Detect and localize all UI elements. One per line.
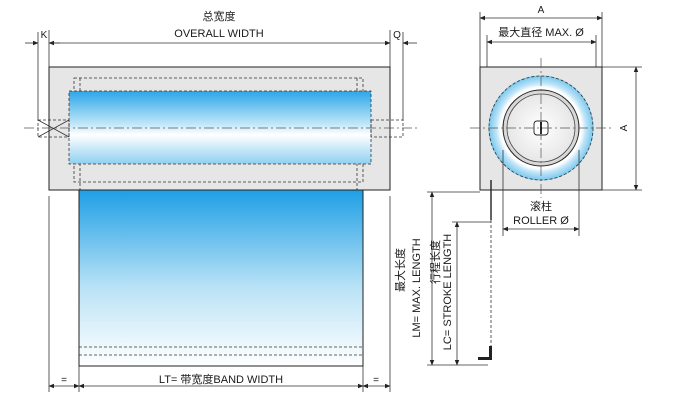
band-width-label: LT= 带宽度BAND WIDTH (159, 372, 283, 386)
roller-en-label: ROLLER Ø (513, 215, 569, 227)
q-label: Q (393, 30, 401, 41)
shaft-right (370, 119, 404, 138)
roller-cylinder (69, 91, 371, 164)
max-length-cn-label: 最大长度 (393, 248, 407, 292)
k-label: K (41, 30, 48, 41)
shaft-left (37, 119, 70, 138)
equal-left-label: = (61, 375, 67, 386)
band-width-dimension: = = LT= 带宽度BAND WIDTH (48, 196, 391, 392)
band-curtain (78, 189, 364, 367)
equal-right-label: = (373, 375, 379, 386)
max-length-en-label: LM= MAX. LENGTH (411, 238, 423, 337)
stroke-length-cn-label: 行程长度 (428, 240, 442, 284)
roller-cn-label: 滚柱 (530, 199, 552, 213)
side-width-dimension: A (479, 5, 603, 67)
a-right-label: A (619, 124, 630, 131)
bottom-bar-profile (478, 346, 492, 360)
max-length-dimension: 最大长度 LM= MAX. LENGTH (393, 191, 488, 366)
a-top-label: A (538, 5, 545, 16)
overall-width-en-label: OVERALL WIDTH (174, 28, 263, 40)
q-dimension: Q (393, 30, 417, 120)
overall-width-cn-label: 总宽度 (203, 9, 236, 23)
roller-diameter-dimension: 滚柱 ROLLER Ø (502, 150, 580, 236)
stroke-length-dimension: 行程长度 LC= STROKE LENGTH (428, 221, 491, 366)
overall-width-dimension: 总宽度 OVERALL WIDTH (48, 9, 391, 67)
side-height-dimension: A (602, 66, 642, 191)
k-dimension: K (25, 30, 60, 120)
stroke-length-en-label: LC= STROKE LENGTH (442, 234, 454, 351)
max-diameter-label: 最大直径 MAX. Ø (498, 25, 584, 39)
